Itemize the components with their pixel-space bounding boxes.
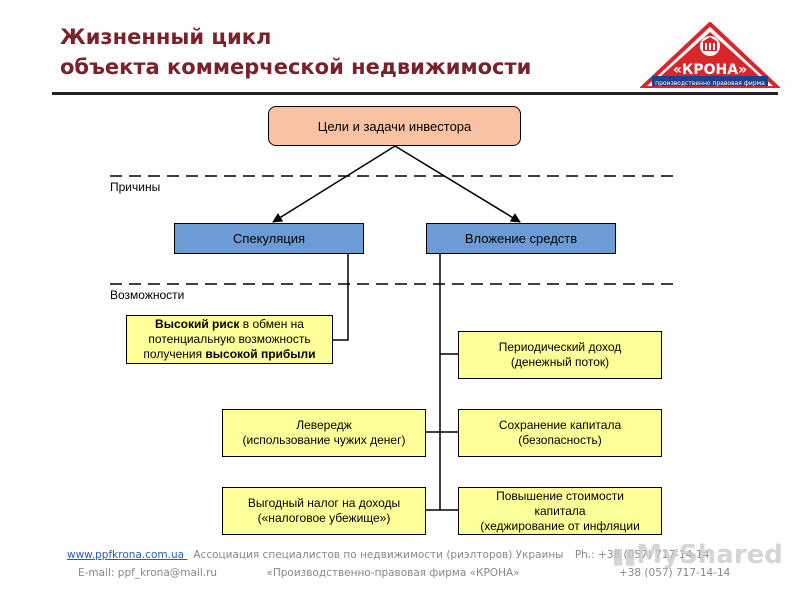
watermark: ▮▮MyShared <box>612 540 783 570</box>
leverage-box: Левередж (использование чужих денег) <box>222 409 426 457</box>
label-opportunities: Возможности <box>110 288 185 302</box>
page-title: Жизненный цикл объекта коммерческой недв… <box>60 22 531 82</box>
high-risk-box: Высокий риск в обмен на потенциальную во… <box>126 315 333 364</box>
footer-association: Ассоциация специалистов по недвижимости … <box>193 549 564 561</box>
high-risk-rest: в обмен на <box>239 317 304 331</box>
tax-line-1: Выгодный налог на доходы <box>247 496 401 510</box>
arrow-to-investment <box>394 145 521 223</box>
footer-row-2: E-mail: ppf_krona@mail.ru «Производствен… <box>78 567 730 579</box>
footer-phone-2: +38 (057) 717-14-14 <box>618 567 731 579</box>
periodic-income-line-1: Периодический доход <box>498 340 622 354</box>
value-growth-line-3: (хеджирование от инфляции <box>480 518 640 533</box>
leverage-line-2: (использование чужих денег) <box>242 433 406 447</box>
footer-phone: Ph.: +38 (057) 717-14-14 <box>574 549 710 561</box>
title-line-2: объекта коммерческой недвижимости <box>60 55 532 79</box>
chart-bars-icon: ▮▮ <box>612 544 637 569</box>
website-link[interactable]: www.ppfkrona.com.ua <box>67 549 188 561</box>
capital-preservation-line-1: Сохранение капитала <box>498 418 622 432</box>
high-risk-line-1: Высокий риск в обмен на <box>155 317 304 332</box>
title-divider <box>52 92 778 95</box>
watermark-text: MyShared <box>636 540 783 570</box>
logo-shape <box>636 21 784 90</box>
title-line-1: Жизненный цикл <box>60 25 272 49</box>
footer-firm: «Производственно-правовая фирма «КРОНА» <box>266 567 520 579</box>
high-risk-line-3: получения высокой прибыли <box>143 347 315 362</box>
investment-box: Вложение средств <box>426 223 616 254</box>
connector-speculation-risk <box>333 254 349 341</box>
tax-line-2: («налоговое убежище») <box>257 511 391 525</box>
capital-preservation-box: Сохранение капитала (безопасность) <box>458 409 662 457</box>
value-growth-line-2: капитала <box>534 503 586 518</box>
high-profit-bold: высокой прибыли <box>205 347 316 361</box>
footer-email: E-mail: ppf_krona@mail.ru <box>78 567 218 579</box>
krona-logo: «КРОНА» производственно правовая фирма <box>636 21 784 90</box>
periodic-income-box: Периодический доход (денежный поток) <box>458 331 662 379</box>
logo-subtitle: производственно правовая фирма <box>655 80 765 87</box>
logo-name: «КРОНА» <box>672 62 748 78</box>
investor-goals-box: Цели и задачи инвестора <box>268 106 521 146</box>
building-icon <box>700 36 720 56</box>
high-risk-line-2: потенциальную возможность <box>148 332 311 346</box>
speculation-box: Спекуляция <box>174 223 364 254</box>
capital-preservation-line-2: (безопасность) <box>518 433 602 447</box>
value-growth-line-1: Повышение стоимости <box>496 488 624 503</box>
periodic-income-line-2: (денежный поток) <box>510 355 610 369</box>
arrow-to-speculation <box>272 145 396 223</box>
footer-row-1: www.ppfkrona.com.ua Ассоциация специалис… <box>67 549 709 561</box>
leverage-line-1: Левередж <box>296 418 352 432</box>
value-growth-box: Повышение стоимости капитала (хеджирован… <box>458 487 662 535</box>
tax-box: Выгодный налог на доходы («налоговое убе… <box>222 487 426 535</box>
label-reasons: Причины <box>110 180 161 194</box>
high-risk-bold: Высокий риск <box>155 317 240 331</box>
high-risk-pre: получения <box>143 347 206 361</box>
